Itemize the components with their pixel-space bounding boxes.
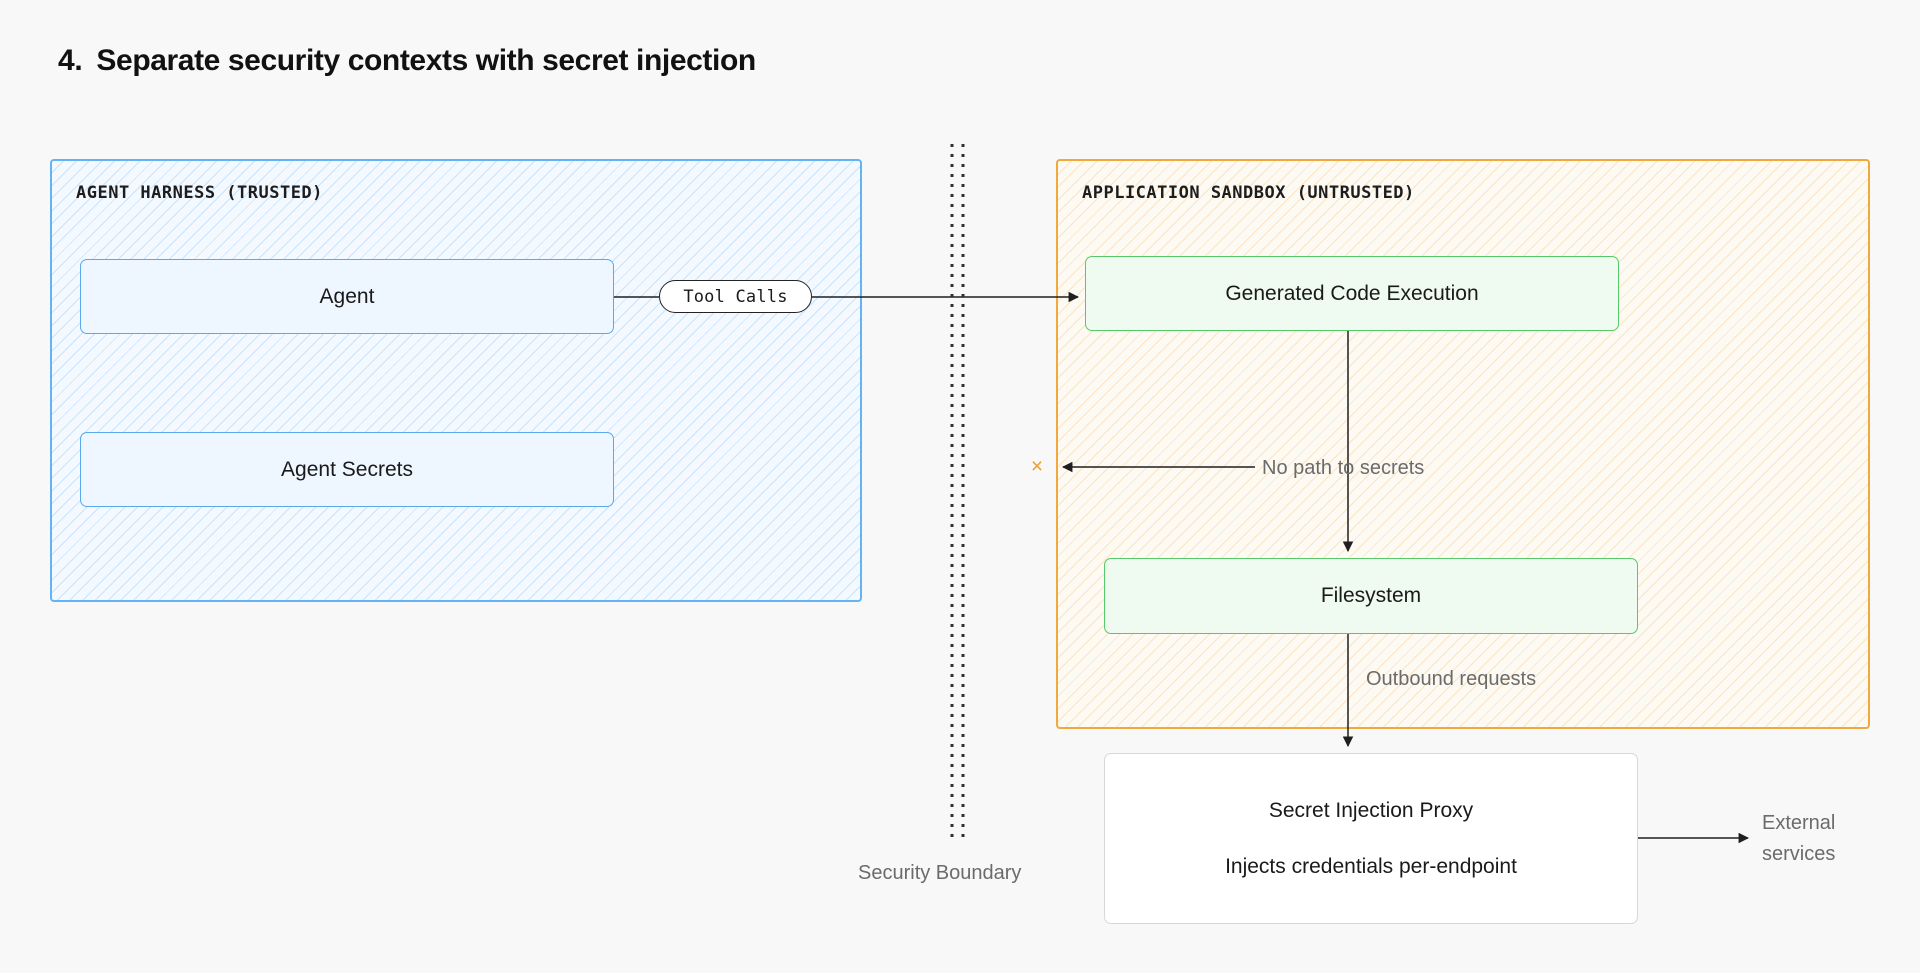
node-agent[interactable]: Agent — [80, 259, 614, 334]
node-filesystem-label: Filesystem — [1320, 584, 1422, 607]
node-secret-injection-proxy[interactable]: Secret Injection Proxy Injects credentia… — [1104, 753, 1638, 924]
label-external-services: External services — [1762, 812, 1836, 865]
zone-agent-harness-label: AGENT HARNESS (TRUSTED) — [76, 183, 323, 203]
page-title: 4. Separate security contexts with secre… — [58, 44, 756, 78]
edge-label-no-path-to-secrets: No path to secrets — [1262, 457, 1425, 479]
node-filesystem[interactable]: Filesystem — [1104, 558, 1638, 634]
edge-label-tool-calls: Tool Calls — [659, 280, 812, 313]
security-boundary-label: Security Boundary — [858, 862, 1022, 884]
zone-application-sandbox-untrusted: APPLICATION SANDBOX (UNTRUSTED) — [1056, 159, 1870, 729]
zone-application-sandbox-label: APPLICATION SANDBOX (UNTRUSTED) — [1082, 183, 1415, 203]
node-secret-injection-proxy-title: Secret Injection Proxy — [1268, 799, 1474, 823]
node-generated-code-execution[interactable]: Generated Code Execution — [1085, 256, 1619, 331]
node-generated-code-execution-label: Generated Code Execution — [1225, 281, 1479, 305]
node-agent-secrets-label: Agent Secrets — [281, 457, 413, 481]
title-text: Separate security contexts with secret i… — [96, 44, 756, 77]
node-agent-label: Agent — [319, 284, 375, 308]
node-secret-injection-proxy-subtitle: Injects credentials per-endpoint — [1225, 854, 1517, 878]
no-path-blocked-icon: × — [1030, 455, 1044, 478]
title-number: 4. — [58, 44, 83, 77]
zone-agent-harness-trusted: AGENT HARNESS (TRUSTED) — [50, 159, 862, 602]
edge-label-outbound-requests: Outbound requests — [1366, 668, 1537, 690]
edge-label-tool-calls-text: Tool Calls — [683, 286, 788, 307]
node-agent-secrets[interactable]: Agent Secrets — [80, 432, 614, 507]
